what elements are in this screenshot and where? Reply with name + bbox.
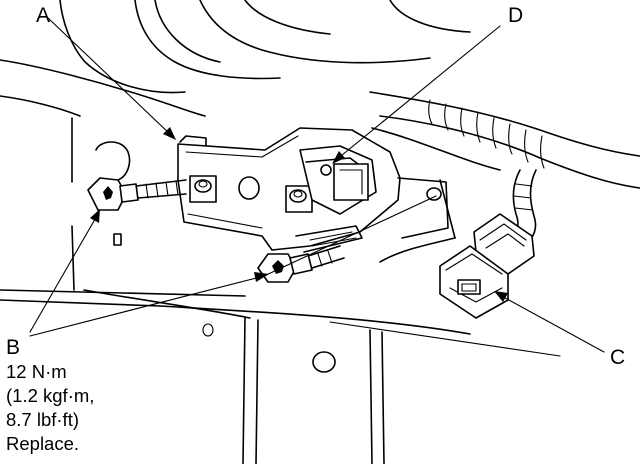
torque-spec: 12 N·m (1.2 kgf·m, 8.7 lbf·ft) Replace.	[6, 361, 94, 454]
sensor-connector	[439, 169, 537, 319]
torque-spec-line-2: (1.2 kgf·m,	[6, 385, 94, 406]
bracket	[177, 127, 449, 253]
vehicle-body-outline	[0, 0, 501, 464]
torque-spec-line-3: 8.7 lbf·ft)	[6, 409, 79, 430]
bolt-left	[87, 177, 187, 211]
callout-a: A	[36, 4, 50, 27]
leader-lines	[29, 17, 605, 357]
callout-d: D	[508, 4, 523, 27]
torque-spec-line-1: 12 N·m	[6, 361, 67, 382]
callout-b: B	[6, 336, 20, 359]
bolt-lower	[257, 245, 345, 283]
torque-spec-line-4: Replace.	[6, 433, 79, 454]
wire-harness	[369, 91, 640, 189]
callout-c: C	[610, 346, 625, 369]
